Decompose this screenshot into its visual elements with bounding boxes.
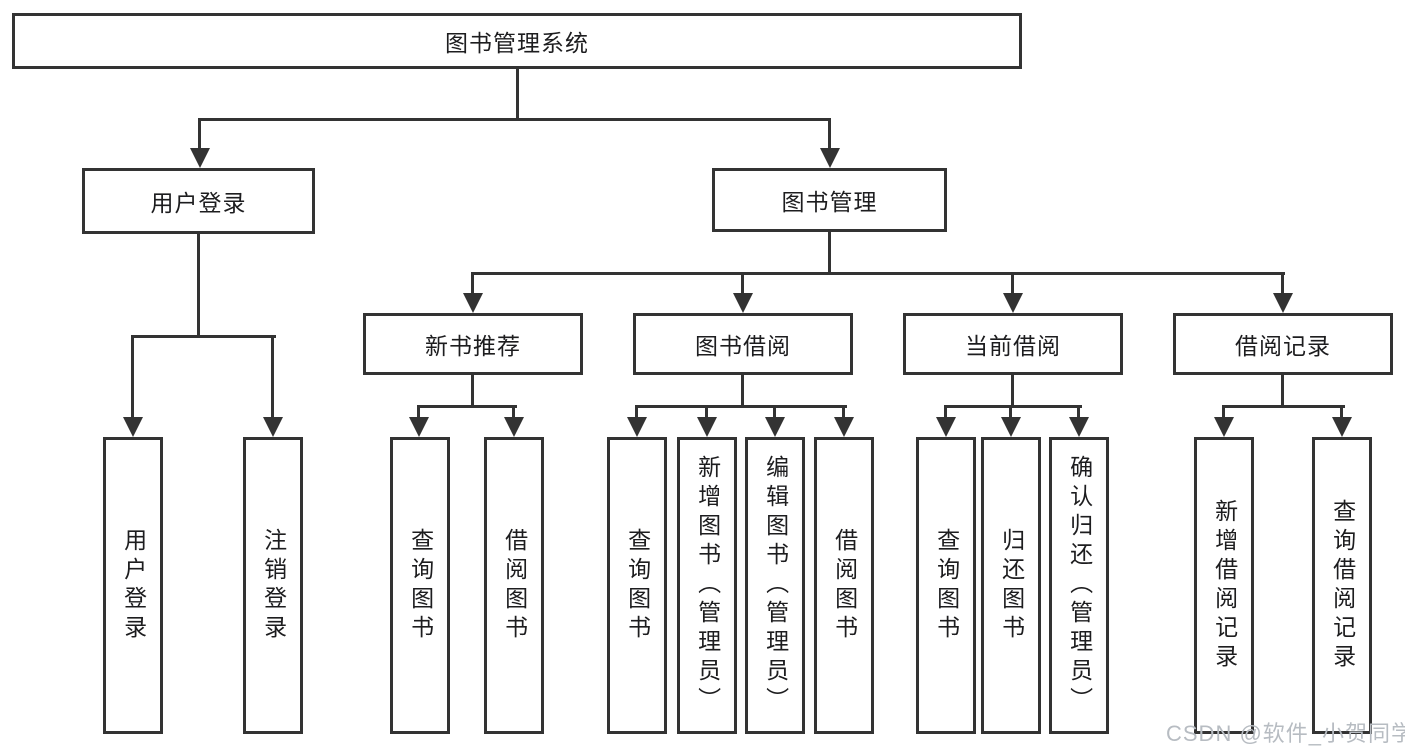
node-label: 借阅记录	[1235, 333, 1331, 359]
node-book-management: 图书管理	[712, 168, 947, 232]
connector-user-login-stub	[197, 234, 200, 337]
arrow-head	[1069, 417, 1089, 437]
connector-shaft	[131, 335, 134, 419]
connector-user-login-branch	[132, 335, 276, 338]
leaf-confirm-return-admin: 确认归还（管理员）	[1049, 437, 1109, 734]
arrow-head	[1214, 417, 1234, 437]
arrow-head	[1001, 417, 1021, 437]
leaf-query-books-current: 查询图书	[916, 437, 976, 734]
connector-records-branch	[1222, 405, 1345, 408]
leaf-label: 新增借阅记录	[1211, 498, 1238, 673]
leaf-add-borrow-record: 新增借阅记录	[1194, 437, 1254, 734]
leaf-return-books: 归还图书	[981, 437, 1041, 734]
arrow-head	[1273, 293, 1293, 313]
node-label: 新书推荐	[425, 333, 521, 359]
leaf-borrow-books-recommend: 借阅图书	[484, 437, 544, 734]
connector-shaft	[471, 272, 474, 295]
leaf-label: 借阅图书	[831, 527, 858, 644]
connector-shaft	[512, 405, 515, 419]
connector-shaft	[1011, 272, 1014, 295]
connector-book-mgmt-stub	[828, 232, 831, 275]
connector-shaft	[1077, 405, 1080, 419]
connector-current-stub	[1011, 375, 1014, 408]
connector-shaft	[828, 118, 831, 151]
arrow-head	[1332, 417, 1352, 437]
arrow-head	[627, 417, 647, 437]
connector-shaft	[417, 405, 420, 419]
leaf-label: 借阅图书	[501, 527, 528, 644]
connector-records-stub	[1281, 375, 1284, 408]
leaf-query-borrow-record: 查询借阅记录	[1312, 437, 1372, 734]
arrow-head	[463, 293, 483, 313]
leaf-label: 用户登录	[120, 527, 147, 644]
node-label: 用户登录	[150, 190, 247, 216]
connector-shaft	[198, 118, 201, 151]
connector-shaft	[842, 405, 845, 419]
arrow-head	[697, 417, 717, 437]
leaf-label: 查询图书	[624, 527, 651, 644]
leaf-user-login: 用户登录	[103, 437, 163, 734]
leaf-borrow-books: 借阅图书	[814, 437, 874, 734]
leaf-label: 查询图书	[933, 527, 960, 644]
leaf-label: 归还图书	[998, 527, 1025, 644]
connector-shaft	[773, 405, 776, 419]
csdn-watermark: CSDN @软件_小贺同学	[1166, 721, 1405, 746]
arrow-head	[765, 417, 785, 437]
connector-shaft	[1222, 405, 1225, 419]
connector-shaft	[1281, 272, 1284, 295]
arrow-head	[834, 417, 854, 437]
connector-current-branch	[944, 405, 1082, 408]
arrow-head	[409, 417, 429, 437]
leaf-label: 查询图书	[407, 527, 434, 644]
connector-recommend-branch	[417, 405, 517, 408]
connector-shaft	[635, 405, 638, 419]
leaf-label: 确认归还（管理员）	[1066, 455, 1093, 716]
arrow-head	[733, 293, 753, 313]
leaf-edit-books-admin: 编辑图书（管理员）	[745, 437, 805, 734]
arrow-head	[190, 148, 210, 168]
node-book-borrow: 图书借阅	[633, 313, 853, 375]
connector-shaft	[271, 335, 274, 419]
arrow-head	[123, 417, 143, 437]
node-current-borrow: 当前借阅	[903, 313, 1123, 375]
connector-root-branch	[198, 118, 831, 121]
leaf-label: 查询借阅记录	[1329, 498, 1356, 673]
arrow-head	[820, 148, 840, 168]
connector-shaft	[944, 405, 947, 419]
connector-borrow-branch	[635, 405, 847, 408]
leaf-query-books-recommend: 查询图书	[390, 437, 450, 734]
node-label: 当前借阅	[965, 333, 1061, 359]
arrow-head	[1003, 293, 1023, 313]
node-library-management-system: 图书管理系统	[12, 13, 1022, 69]
connector-borrow-stub	[741, 375, 744, 408]
arrow-head	[504, 417, 524, 437]
connector-recommend-stub	[471, 375, 474, 408]
leaf-query-books-borrow: 查询图书	[607, 437, 667, 734]
connector-root-stub	[516, 68, 519, 120]
connector-shaft	[1009, 405, 1012, 419]
node-borrow-records: 借阅记录	[1173, 313, 1393, 375]
node-new-book-recommend: 新书推荐	[363, 313, 583, 375]
leaf-label: 新增图书（管理员）	[694, 455, 721, 716]
leaf-add-books-admin: 新增图书（管理员）	[677, 437, 737, 734]
connector-shaft	[741, 272, 744, 295]
node-label: 图书管理	[781, 189, 878, 215]
connector-shaft	[1340, 405, 1343, 419]
node-label: 图书管理系统	[445, 30, 589, 56]
leaf-logout-login: 注销登录	[243, 437, 303, 734]
leaf-label: 编辑图书（管理员）	[762, 455, 789, 716]
arrow-head	[936, 417, 956, 437]
node-user-login: 用户登录	[82, 168, 315, 234]
leaf-label: 注销登录	[260, 527, 287, 644]
arrow-head	[263, 417, 283, 437]
node-label: 图书借阅	[695, 333, 791, 359]
connector-shaft	[705, 405, 708, 419]
connector-book-mgmt-branch	[471, 272, 1285, 275]
